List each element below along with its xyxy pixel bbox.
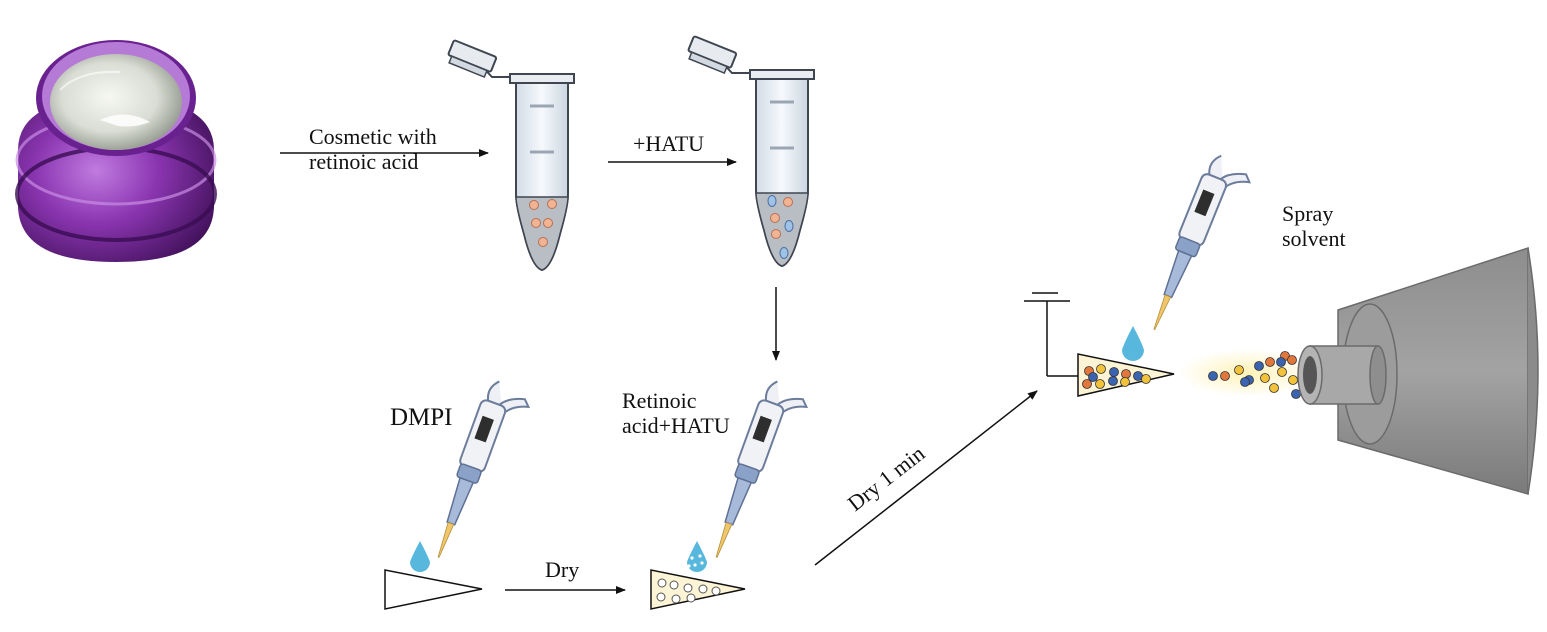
microcentrifuge-tube-icon (443, 38, 576, 272)
cosmetic-jar-icon (15, 40, 217, 262)
paper-triangle-icon (650, 569, 746, 610)
label-step3-line2: acid+HATU (622, 413, 730, 438)
arrow-dry-1min (814, 390, 1038, 566)
droplet-icon (687, 541, 707, 572)
paper-holder (1024, 292, 1078, 377)
label-step3-line1: Retinoic (622, 388, 697, 413)
label-spray-line2: solvent (1282, 226, 1346, 251)
label-spray-line1: Spray (1282, 201, 1334, 226)
mass-spectrometer-inlet-icon (1297, 246, 1539, 495)
label-dry-1min: Dry 1 min (843, 441, 930, 516)
label-step1: Cosmetic with retinoic acid (309, 124, 437, 174)
ion-spray (1208, 351, 1301, 399)
paper-triangle-icon (384, 569, 483, 610)
label-step3: Retinoic acid+HATU (622, 388, 730, 438)
microcentrifuge-tube-icon (683, 34, 816, 268)
droplet-icon (410, 541, 430, 572)
label-step1-line1: Cosmetic with (309, 124, 437, 149)
paper-triangle-icon (1077, 353, 1175, 397)
droplet-icon (1122, 326, 1144, 361)
label-spray: Spray solvent (1282, 201, 1346, 251)
label-step2: +HATU (633, 131, 705, 156)
label-dmpi: DMPI (390, 404, 453, 431)
label-step1-line2: retinoic acid (309, 149, 419, 174)
label-dry: Dry (545, 557, 580, 582)
pipette-icon (1141, 151, 1256, 343)
